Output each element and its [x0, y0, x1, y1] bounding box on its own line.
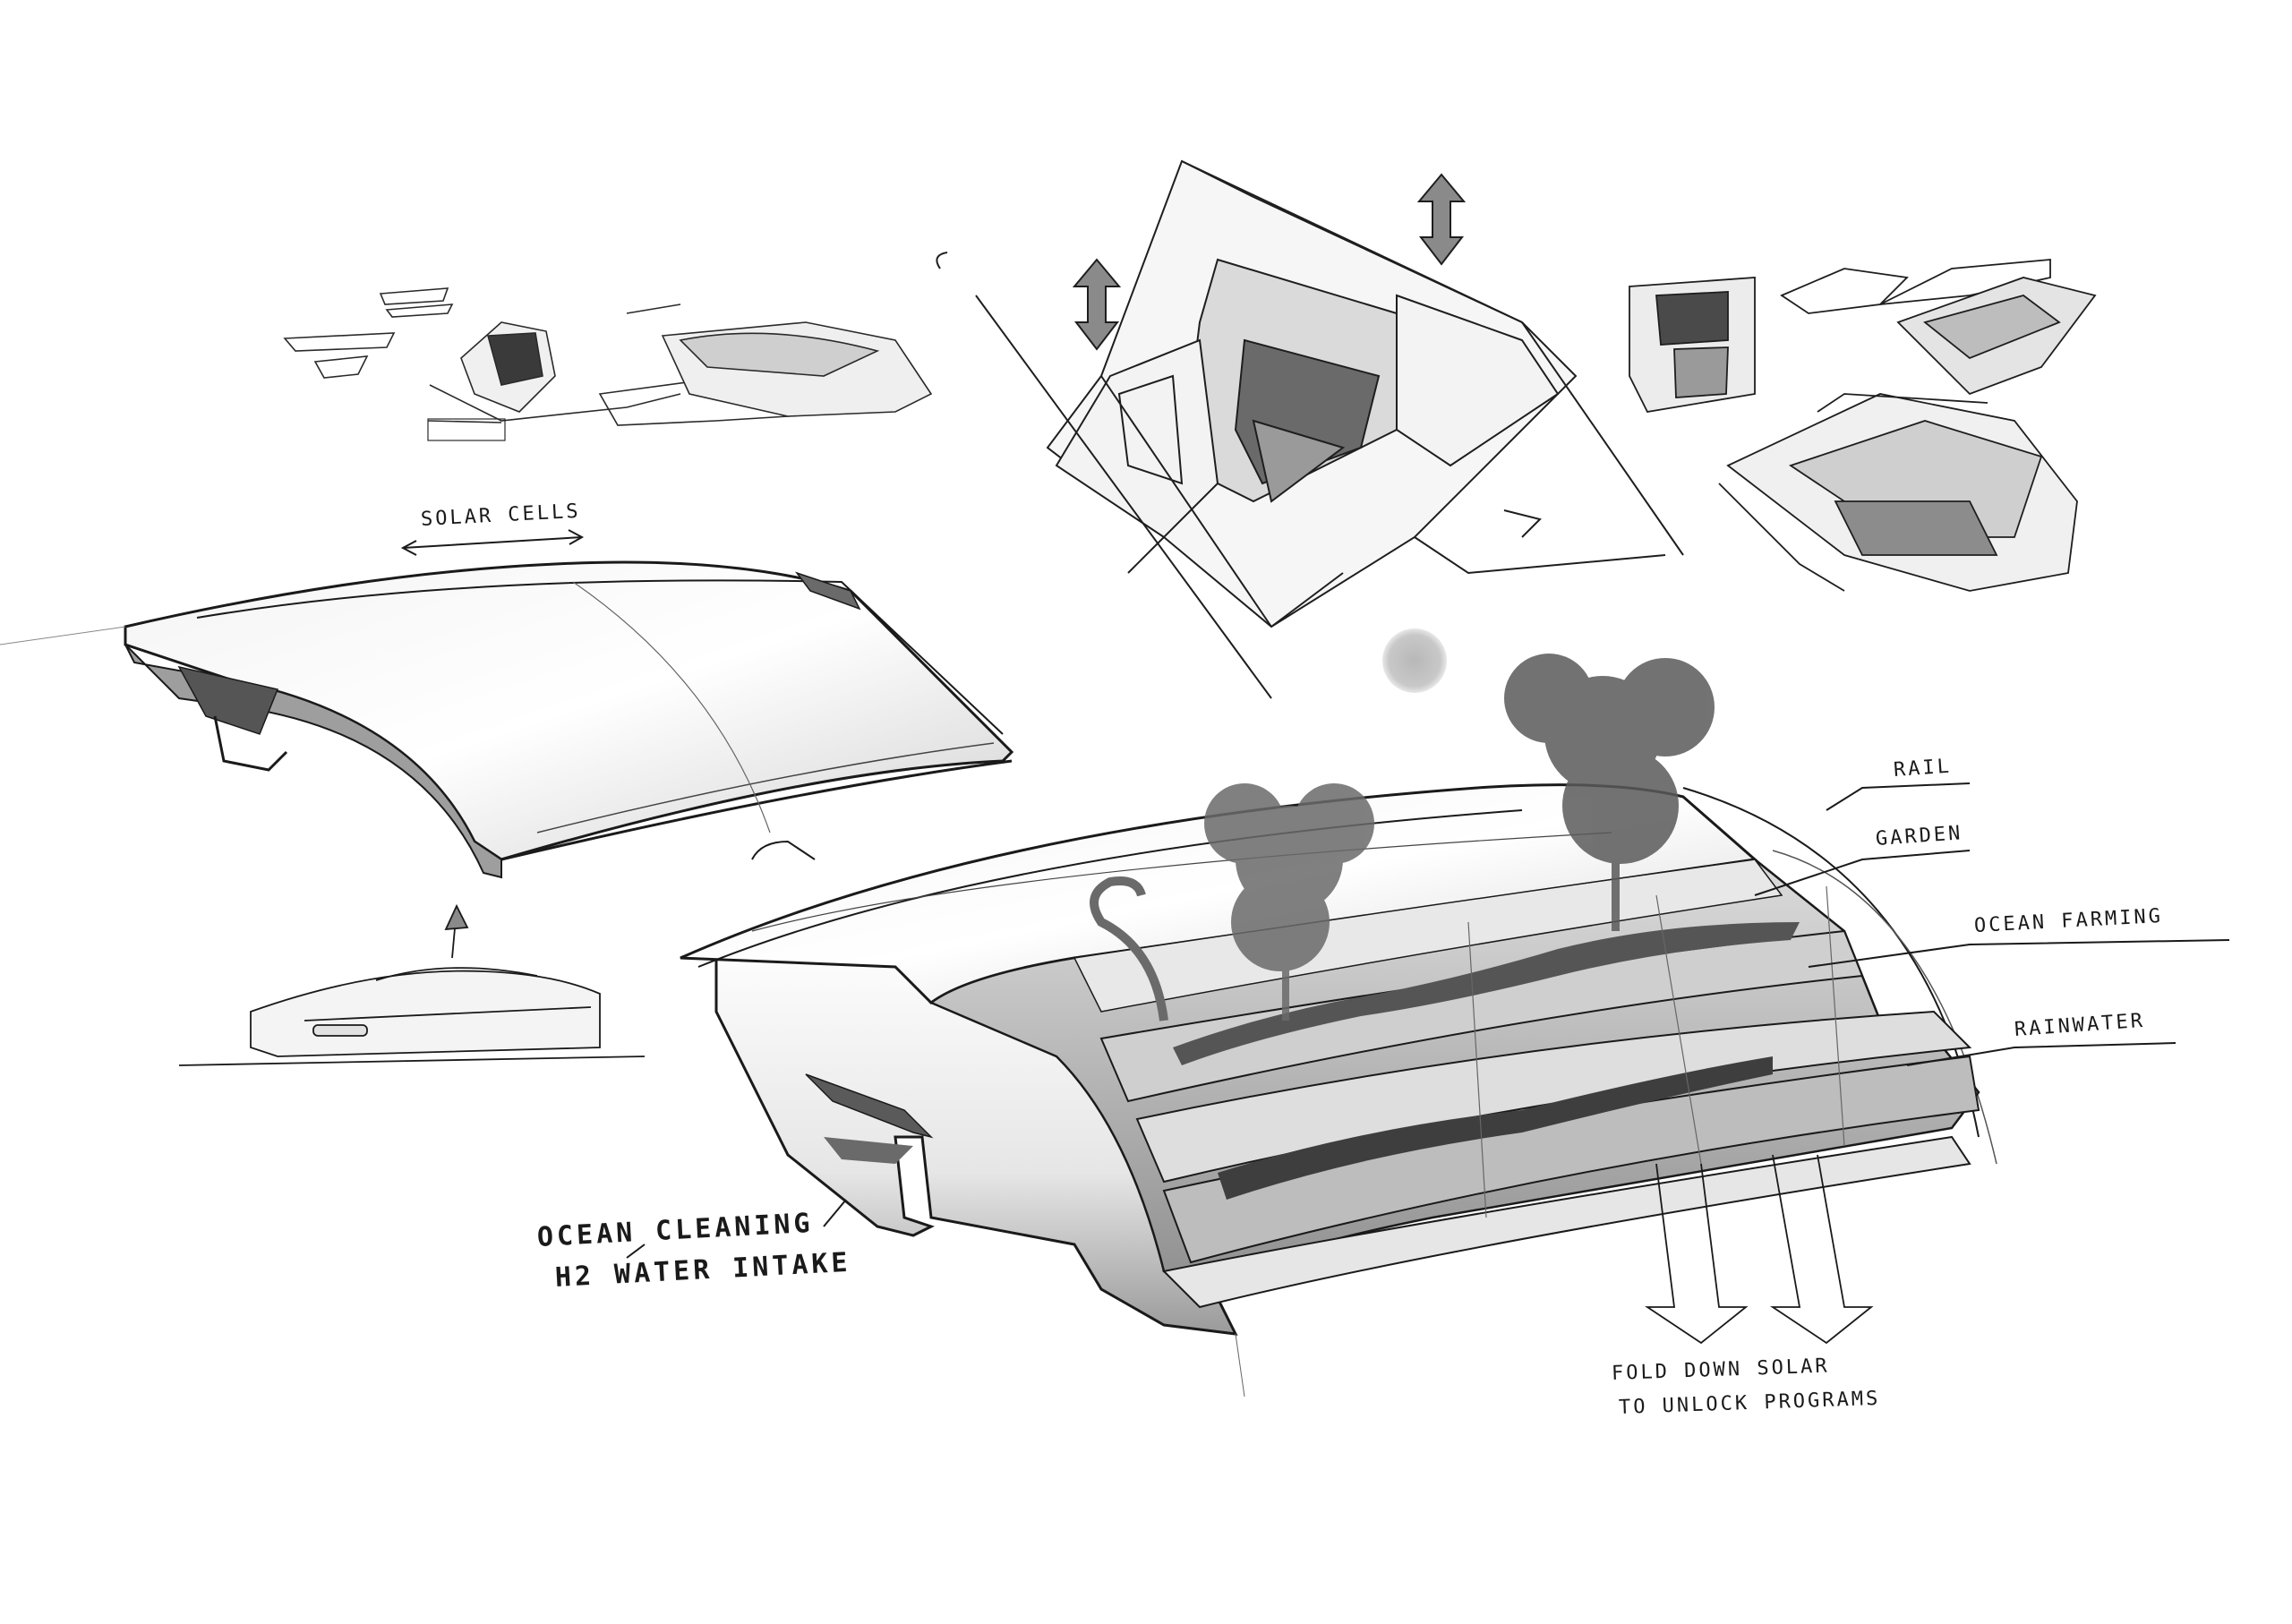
solar-shell-sketch: [0, 560, 1014, 879]
exploded-vessel-sketch: [936, 159, 1684, 699]
foliage-lower: [1218, 1056, 1773, 1200]
solar-cells-arrow: [400, 529, 585, 556]
tree-right: [1504, 654, 1715, 931]
thumbnail-sketches-top-left: [283, 287, 933, 441]
main-vessel-sketch: [680, 654, 1997, 1397]
fold-down-arrows: [1645, 1154, 1874, 1345]
tree-left: [1204, 783, 1374, 1021]
curved-post: [1090, 876, 1168, 1021]
foliage-upper: [1173, 922, 1800, 1065]
sun-circle: [1382, 628, 1447, 693]
callout-leaders: [626, 782, 2230, 1259]
side-view-sketch: [178, 903, 646, 1066]
module-sketches-top-right: [1629, 259, 2097, 592]
label-rail: RAIL: [1893, 755, 1953, 782]
lift-arrows: [1072, 173, 1467, 351]
